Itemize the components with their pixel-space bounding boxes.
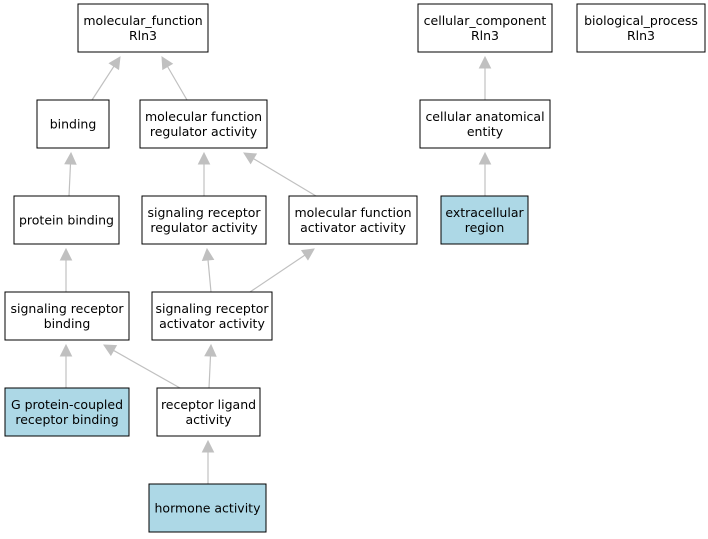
edge-line	[113, 349, 181, 389]
node-box	[417, 3, 553, 53]
arrowhead	[64, 151, 77, 165]
node-label-line: Rln3	[471, 28, 499, 43]
node-box	[141, 195, 267, 245]
node-label-line: regulator activity	[150, 124, 258, 139]
node-box	[288, 195, 418, 245]
edge-sraa-to-mfaa	[249, 248, 315, 293]
arrowhead	[201, 247, 215, 262]
node-box	[148, 483, 267, 533]
arrowhead	[197, 151, 211, 165]
node-label-line: hormone activity	[155, 501, 262, 516]
arrowhead	[201, 439, 215, 453]
node-label-line: signaling receptor	[147, 205, 261, 220]
node-box	[13, 195, 120, 245]
node-label-line: Rln3	[129, 28, 157, 43]
node-box	[151, 291, 273, 341]
edge-line	[91, 65, 115, 101]
node-box	[419, 99, 551, 149]
edge-gpcr-to-srb	[59, 343, 73, 388]
node-label-line: signaling receptor	[155, 301, 269, 316]
node-label-line: binding	[44, 316, 91, 331]
arrowhead	[204, 343, 217, 357]
node-label-line: signaling receptor	[10, 301, 124, 316]
node-label-line: binding	[50, 117, 97, 132]
node-label-line: molecular function	[294, 205, 411, 220]
node-label-line: receptor ligand	[161, 397, 256, 412]
node-label-line: protein binding	[19, 213, 114, 228]
node-label-line: region	[465, 220, 505, 235]
node-label-line: activator activity	[300, 220, 406, 235]
nodes-layer: molecular_functionRln3cellular_component…	[4, 3, 706, 533]
node-label-line: regulator activity	[150, 220, 258, 235]
edge-mfra-to-mf	[161, 56, 188, 101]
arrowhead	[108, 56, 121, 71]
arrowhead	[59, 343, 73, 357]
edge-er-to-cae	[478, 151, 492, 196]
edge-line	[249, 254, 306, 293]
node-box	[36, 99, 110, 149]
node-label-line: cellular_component	[424, 13, 547, 28]
edge-line	[68, 163, 72, 197]
arrowhead	[300, 248, 315, 261]
node-label-line: activity	[185, 412, 232, 427]
node-box	[4, 387, 130, 437]
node-label-line: entity	[467, 124, 504, 139]
edges-layer	[59, 55, 492, 484]
node-label-line: Rln3	[627, 28, 655, 43]
node-label-line: receptor binding	[15, 412, 118, 427]
node-box	[77, 3, 209, 53]
edge-sraa-to-srra	[201, 247, 215, 293]
edge-srra-to-mfra	[197, 151, 211, 196]
edge-rla-to-sraa	[204, 343, 217, 389]
arrowhead	[478, 151, 492, 165]
node-box	[4, 291, 130, 341]
edge-pb-to-binding	[64, 151, 77, 197]
node-label-line: cellular anatomical	[425, 109, 544, 124]
edge-cae-to-cc	[478, 55, 492, 100]
arrowhead	[478, 55, 492, 69]
arrowhead	[161, 56, 174, 71]
edge-binding-to-mf	[91, 56, 121, 101]
node-box	[576, 3, 706, 53]
arrowhead	[59, 247, 73, 261]
edge-line	[253, 158, 317, 197]
edge-rla-to-srb	[103, 344, 181, 389]
node-binding[interactable]: binding	[36, 99, 110, 149]
node-pb[interactable]: protein binding	[13, 195, 120, 245]
edge-ha-to-rla	[201, 439, 215, 484]
node-box	[440, 195, 529, 245]
arrowhead	[243, 152, 258, 165]
node-label-line: molecular function	[145, 109, 262, 124]
edge-srb-to-pb	[59, 247, 73, 292]
arrowhead	[103, 344, 118, 357]
node-ha[interactable]: hormone activity	[148, 483, 267, 533]
node-label-line: G protein-coupled	[11, 397, 123, 412]
node-label-line: biological_process	[584, 13, 698, 28]
edge-line	[207, 259, 212, 293]
node-label-line: activator activity	[159, 316, 265, 331]
node-box	[139, 99, 268, 149]
edge-mfaa-to-mfra	[243, 152, 317, 197]
node-box	[156, 387, 261, 437]
node-label-line: molecular_function	[83, 13, 202, 28]
node-label-line: extracellular	[445, 205, 524, 220]
edge-line	[167, 66, 188, 101]
edge-line	[208, 355, 212, 389]
